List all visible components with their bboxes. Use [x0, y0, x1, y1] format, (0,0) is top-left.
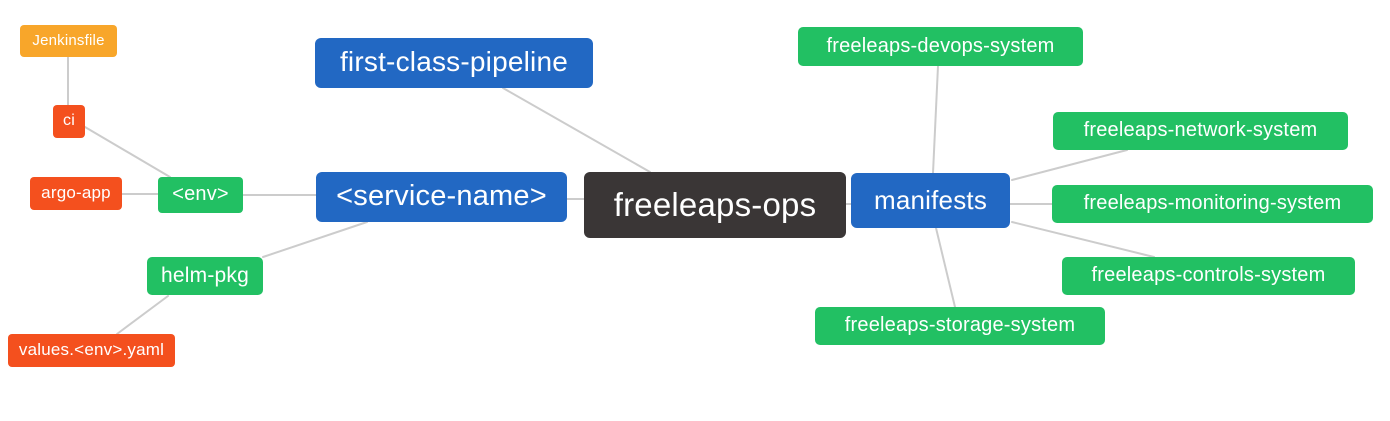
node-helm-pkg[interactable]: helm-pkg	[147, 257, 263, 295]
node-label: freeleaps-network-system	[1083, 119, 1318, 141]
node-label: values.<env>.yaml	[18, 340, 165, 359]
node-service-name[interactable]: <service-name>	[316, 172, 567, 222]
node-env[interactable]: <env>	[158, 177, 243, 213]
node-label: freeleaps-monitoring-system	[1083, 192, 1342, 214]
node-freeleaps-network-system[interactable]: freeleaps-network-system	[1053, 112, 1348, 150]
node-label: freeleaps-storage-system	[844, 314, 1076, 336]
node-label: <env>	[172, 183, 229, 205]
edge-helm-pkg-to-service-name	[262, 221, 368, 258]
node-jenkinsfile[interactable]: Jenkinsfile	[20, 25, 117, 57]
node-label: manifests	[873, 184, 988, 215]
edge-manifests-to-freeleaps-network-system	[1011, 149, 1128, 181]
node-label: freeleaps-devops-system	[826, 34, 1055, 57]
node-argo-app[interactable]: argo-app	[30, 177, 122, 210]
edge-ci-to-env	[84, 126, 171, 178]
node-label: freeleaps-ops	[613, 185, 817, 223]
edge-first-class-pipeline-to-freeleaps-ops	[502, 87, 651, 173]
node-values-env-yaml[interactable]: values.<env>.yaml	[8, 334, 175, 367]
node-ci[interactable]: ci	[53, 105, 85, 138]
node-freeleaps-monitoring-system[interactable]: freeleaps-monitoring-system	[1052, 185, 1373, 223]
node-label: argo-app	[41, 183, 111, 202]
node-label: helm-pkg	[161, 263, 249, 287]
edge-values-env-yaml-to-helm-pkg	[116, 295, 169, 335]
node-label: Jenkinsfile	[32, 31, 105, 49]
node-freeleaps-ops[interactable]: freeleaps-ops	[584, 172, 846, 238]
edge-manifests-to-freeleaps-devops-system	[932, 65, 939, 174]
node-label: <service-name>	[336, 179, 547, 212]
node-label: freeleaps-controls-system	[1091, 264, 1326, 286]
node-label: first-class-pipeline	[339, 46, 569, 77]
node-freeleaps-devops-system[interactable]: freeleaps-devops-system	[798, 27, 1083, 66]
node-freeleaps-controls-system[interactable]: freeleaps-controls-system	[1062, 257, 1355, 295]
edge-manifests-to-freeleaps-storage-system	[935, 227, 956, 308]
edge-manifests-to-freeleaps-controls-system	[1011, 221, 1155, 258]
node-manifests[interactable]: manifests	[851, 173, 1010, 228]
node-label: ci	[63, 111, 75, 129]
node-freeleaps-storage-system[interactable]: freeleaps-storage-system	[815, 307, 1105, 345]
node-first-class-pipeline[interactable]: first-class-pipeline	[315, 38, 593, 88]
